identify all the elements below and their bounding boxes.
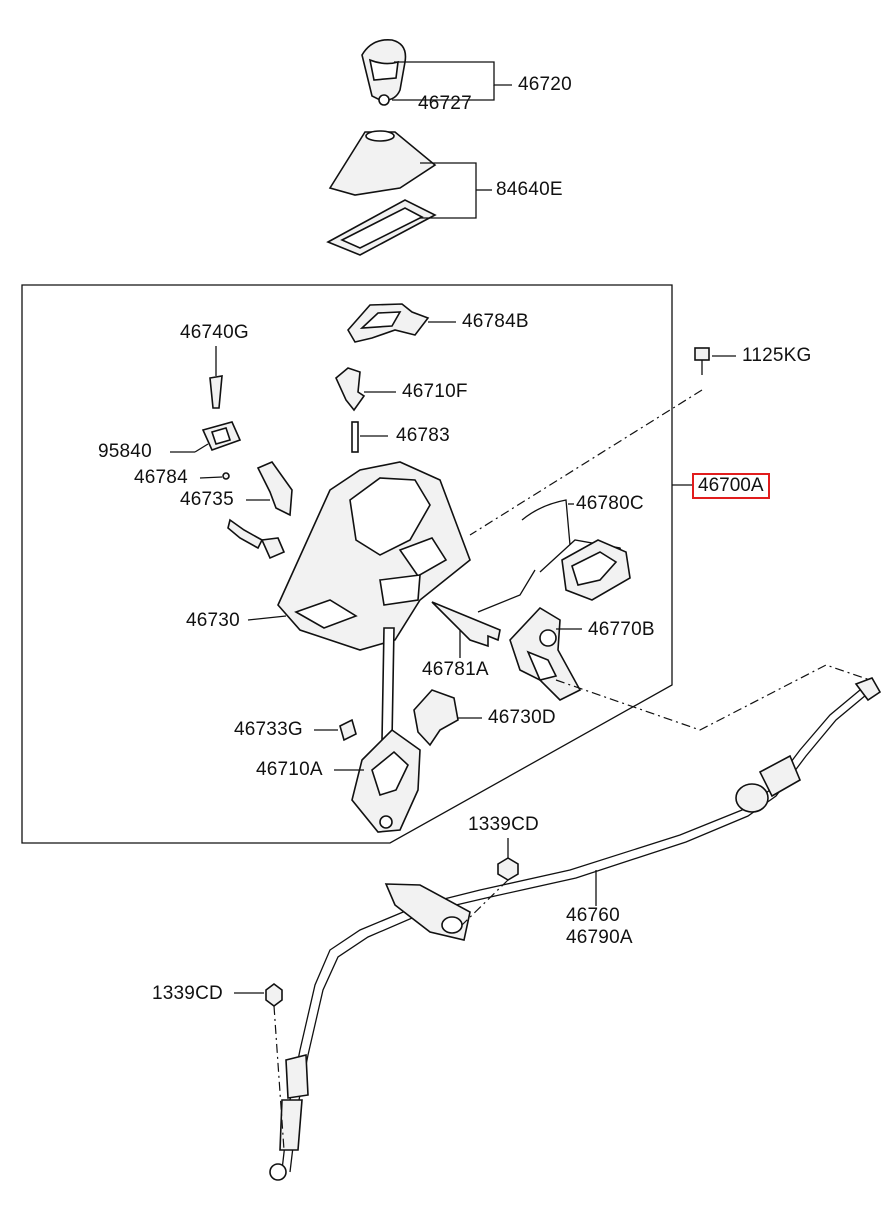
part-46740G [209, 375, 223, 409]
leader-46727 [392, 85, 495, 101]
nut-1339CD-b [265, 983, 283, 1007]
part-46770B [509, 606, 582, 701]
label-46790A[interactable]: 46790A [566, 927, 633, 948]
bolt-clip-left [227, 518, 286, 560]
label-1339CD-top[interactable]: 1339CD [468, 814, 539, 835]
label-46710A[interactable]: 46710A [256, 759, 323, 780]
bracket-46735 [256, 461, 293, 517]
leader-46720 [394, 61, 512, 86]
label-46710F[interactable]: 46710F [402, 381, 468, 402]
label-46700A[interactable]: 46700A [692, 473, 770, 499]
bolt-1125KG [694, 347, 710, 375]
label-46730D[interactable]: 46730D [488, 707, 556, 728]
label-1125KG[interactable]: 1125KG [742, 345, 812, 366]
spring-46783 [351, 421, 359, 453]
screw-46784 [222, 472, 230, 480]
part-46780C [477, 499, 631, 613]
label-46727[interactable]: 46727 [418, 93, 472, 114]
part-46710F [335, 367, 366, 412]
cable-46760 [269, 677, 882, 1181]
label-46740G[interactable]: 46740G [180, 322, 249, 343]
lever-46710A [351, 627, 421, 833]
shift-boot [326, 130, 437, 256]
label-46784[interactable]: 46784 [134, 467, 188, 488]
base-46730 [277, 461, 471, 651]
label-46733G[interactable]: 46733G [234, 719, 303, 740]
label-46770B[interactable]: 46770B [588, 619, 655, 640]
label-1339CD-bottom[interactable]: 1339CD [152, 983, 223, 1004]
label-46783[interactable]: 46783 [396, 425, 450, 446]
label-46780C[interactable]: 46780C [576, 493, 644, 514]
label-46760[interactable]: 46760 [566, 905, 620, 926]
shift-knob [361, 38, 407, 106]
label-46735[interactable]: 46735 [180, 489, 234, 510]
label-46720[interactable]: 46720 [518, 74, 572, 95]
nut-1339CD-a [497, 857, 519, 881]
part-46784B [347, 303, 430, 343]
label-46730[interactable]: 46730 [186, 610, 240, 631]
rod-46781A [431, 601, 501, 658]
assembly-frame [21, 284, 673, 844]
leader-84640E [420, 162, 477, 219]
clip-46733G [339, 718, 357, 742]
label-84640E[interactable]: 84640E [496, 179, 563, 200]
label-95840[interactable]: 95840 [98, 441, 152, 462]
switch-95840 [201, 421, 242, 452]
part-46730D [413, 689, 459, 747]
label-46781A[interactable]: 46781A [422, 659, 489, 680]
label-46784B[interactable]: 46784B [462, 311, 529, 332]
